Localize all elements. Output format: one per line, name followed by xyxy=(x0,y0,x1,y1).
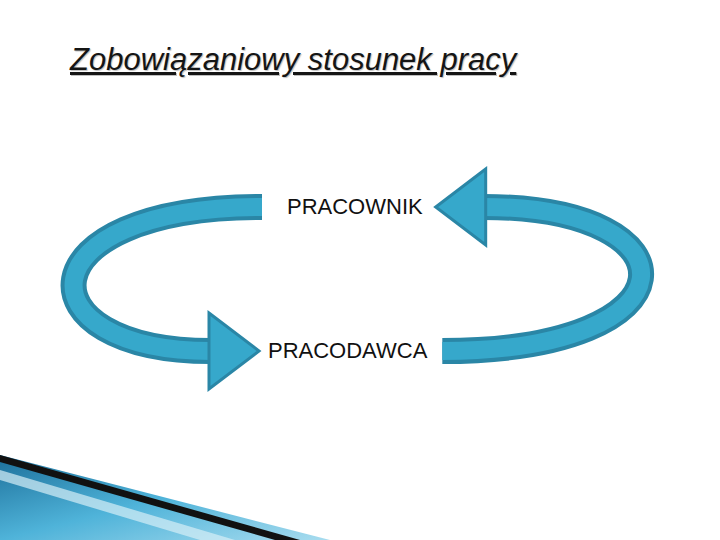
arrow-head xyxy=(436,169,486,245)
slide-title: Zobowiązaniowy stosunek pracy xyxy=(70,42,516,78)
role-label: PRACODAWCA xyxy=(265,336,430,366)
arrow-head xyxy=(209,313,259,389)
role-text: PRACODAWCA xyxy=(268,338,427,364)
corner-swoosh xyxy=(0,455,330,540)
curved-arrow xyxy=(74,207,262,389)
role-text: PRACOWNIK xyxy=(287,194,423,220)
arrow-band-highlight xyxy=(74,207,262,351)
role-label: PRACOWNIK xyxy=(284,192,426,222)
corner-line xyxy=(0,455,300,540)
corner-highlight xyxy=(0,470,235,540)
curved-arrow xyxy=(436,169,641,351)
arrow-band xyxy=(74,207,262,351)
